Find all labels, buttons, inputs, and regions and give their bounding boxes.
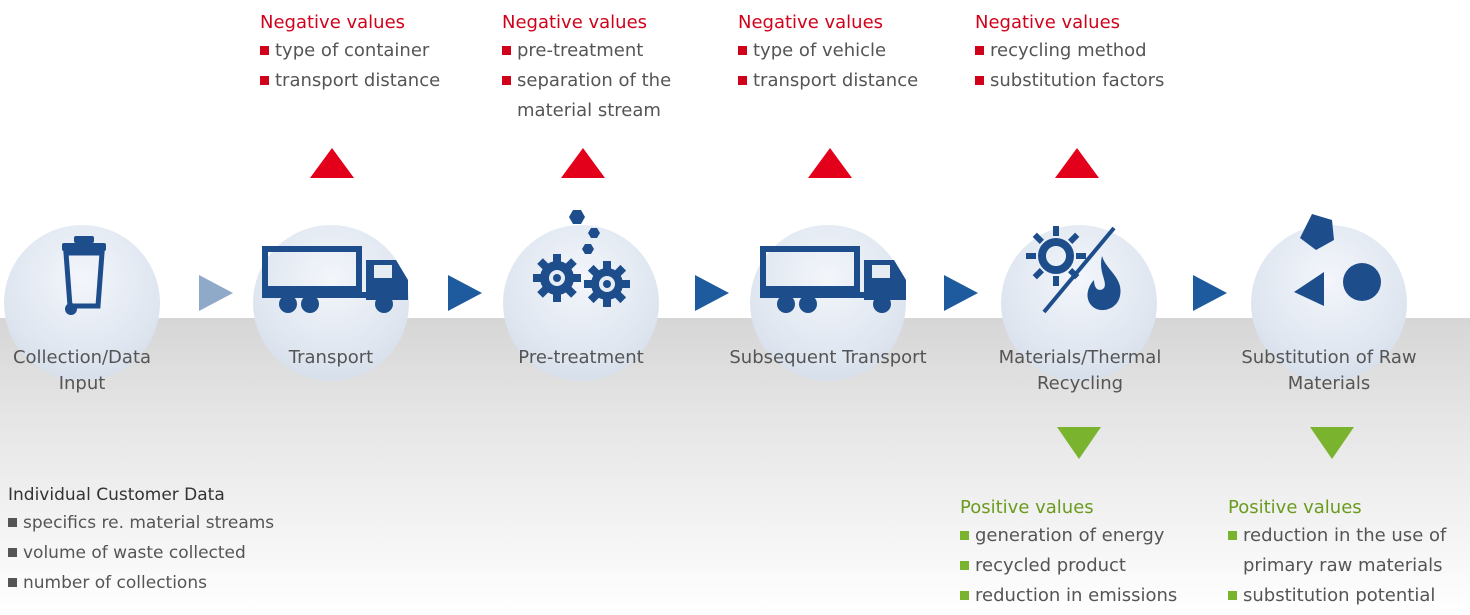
negative-title: Negative values [502,12,648,33]
list-item: separation of the [502,66,671,96]
list-item: generation of energy [960,521,1177,551]
shapes-icon [1294,214,1381,306]
step-label-collection: Collection/Data Input [12,347,152,394]
truck-icon [262,246,408,313]
step-label-pretreatment: Pre-treatment [518,347,644,368]
step-circle-substitution [1251,225,1407,381]
positive-values-recycling: Positive values generation of energy rec… [960,495,1177,611]
negative-values-pretreatment: Negative values pre-treatment separation… [502,10,671,126]
negative-values-subsequent-transport: Negative values type of vehicle transpor… [738,10,918,96]
negative-title: Negative values [260,12,406,33]
list-item: reduction in emissions [960,581,1177,611]
step-label-transport: Transport [288,347,374,368]
list-item: pre-treatment [502,36,671,66]
negative-triangle-icon [561,148,605,178]
gears-icon [533,210,630,307]
flow-arrow-icon [448,275,482,311]
list-item: substitution potential [1228,581,1446,611]
truck-icon [760,246,906,313]
step-circle-pretreatment [503,225,659,381]
list-item: type of container [260,36,440,66]
negative-values-transport: Negative values type of container transp… [260,10,440,96]
negative-title: Negative values [738,12,884,33]
step-label-recycling: Materials/Thermal Recycling [998,347,1162,394]
flow-arrow-icon [199,275,233,311]
list-item: transport distance [260,66,440,96]
negative-triangle-icon [310,148,354,178]
positive-title: Positive values [1228,497,1362,518]
flow-arrow-icon [695,275,729,311]
positive-values-substitution: Positive values reduction in the use of … [1228,495,1446,611]
list-item: type of vehicle [738,36,918,66]
list-item: reduction in the use of [1228,521,1446,551]
list-item: primary raw materials [1243,555,1443,576]
step-label-subsequent-transport: Subsequent Transport [729,347,927,368]
bin-icon [62,236,106,315]
customer-data-title: Individual Customer Data [8,485,225,505]
customer-data: Individual Customer Data specifics re. m… [8,482,274,598]
step-circle-recycling [1001,225,1157,381]
negative-triangle-icon [808,148,852,178]
flow-arrow-icon [944,275,978,311]
list-item: material stream [517,100,661,121]
list-item: recycling method [975,36,1164,66]
flow-arrow-icon [1193,275,1227,311]
positive-title: Positive values [960,497,1094,518]
list-item: transport distance [738,66,918,96]
negative-title: Negative values [975,12,1121,33]
positive-triangle-icon [1057,427,1101,459]
list-item: substitution factors [975,66,1164,96]
list-item: number of collections [8,568,274,598]
negative-triangle-icon [1055,148,1099,178]
recycling-icon [1026,226,1121,314]
step-label-substitution: Substitution of Raw Materials [1241,347,1417,394]
positive-triangle-icon [1310,427,1354,459]
gray-band [0,318,1470,615]
list-item: volume of waste collected [8,538,274,568]
negative-values-recycling: Negative values recycling method substit… [975,10,1164,96]
list-item: recycled product [960,551,1177,581]
list-item: specifics re. material streams [8,508,274,538]
